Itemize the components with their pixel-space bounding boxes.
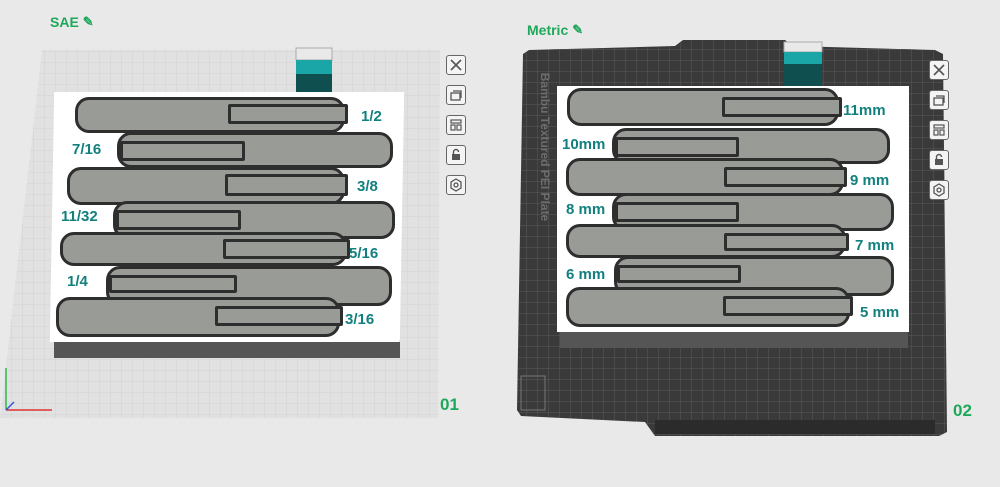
plate-name-metric[interactable]: Metric ✎ (527, 22, 583, 38)
size-label-right: 9 mm (850, 172, 890, 189)
auto-orient-icon[interactable] (446, 85, 466, 105)
size-label-left: 7/16 (72, 141, 102, 158)
plate-number: 02 (953, 401, 972, 420)
arrange-icon[interactable] (446, 115, 466, 135)
socket-slot (75, 97, 348, 133)
settings-icon[interactable] (929, 180, 949, 200)
edit-pencil-icon[interactable]: ✎ (572, 22, 584, 37)
size-label-right: 3/8 (357, 178, 378, 195)
socket-slot (67, 167, 348, 205)
socket-slot (117, 132, 393, 168)
size-label-left: 10mm (562, 136, 606, 153)
plate-number: 01 (440, 395, 459, 414)
size-label-left: 1/4 (67, 273, 88, 290)
settings-icon[interactable] (446, 175, 466, 195)
socket-slot (60, 232, 350, 266)
plate-brand-text: Bambu Textured PEI Plate (538, 72, 552, 222)
socket-slot (566, 224, 849, 258)
edit-pencil-icon[interactable]: ✎ (82, 14, 94, 29)
close-icon[interactable] (929, 60, 949, 80)
prime-tower[interactable] (782, 40, 826, 90)
socket-slot (56, 297, 343, 337)
plate-name-label: Metric (527, 22, 569, 38)
plate-name-label: SAE (50, 14, 79, 30)
size-label-left: 8 mm (566, 201, 606, 218)
auto-orient-icon[interactable] (929, 90, 949, 110)
socket-slot (566, 287, 853, 327)
close-icon[interactable] (446, 55, 466, 75)
tray-base-shadow (560, 330, 908, 348)
size-label-right: 7 mm (855, 237, 895, 254)
size-label-left: 6 mm (566, 266, 606, 283)
plate-name-sae[interactable]: SAE ✎ (50, 14, 94, 30)
lock-icon[interactable] (446, 145, 466, 165)
size-label-right: 5 mm (860, 304, 900, 321)
size-label-left: 11/32 (61, 208, 98, 225)
size-label-right: 11mm (843, 102, 886, 119)
tray-base-shadow (54, 340, 400, 358)
socket-slot (566, 158, 847, 196)
size-label-right: 3/16 (345, 311, 375, 328)
lock-icon[interactable] (929, 150, 949, 170)
prime-tower[interactable] (294, 46, 336, 96)
size-label-right: 5/16 (349, 245, 379, 262)
size-label-right: 1/2 (361, 108, 382, 125)
socket-slot (567, 88, 842, 126)
plate-toolbar-metric (929, 60, 949, 200)
arrange-icon[interactable] (929, 120, 949, 140)
plate-toolbar-sae (446, 55, 466, 195)
